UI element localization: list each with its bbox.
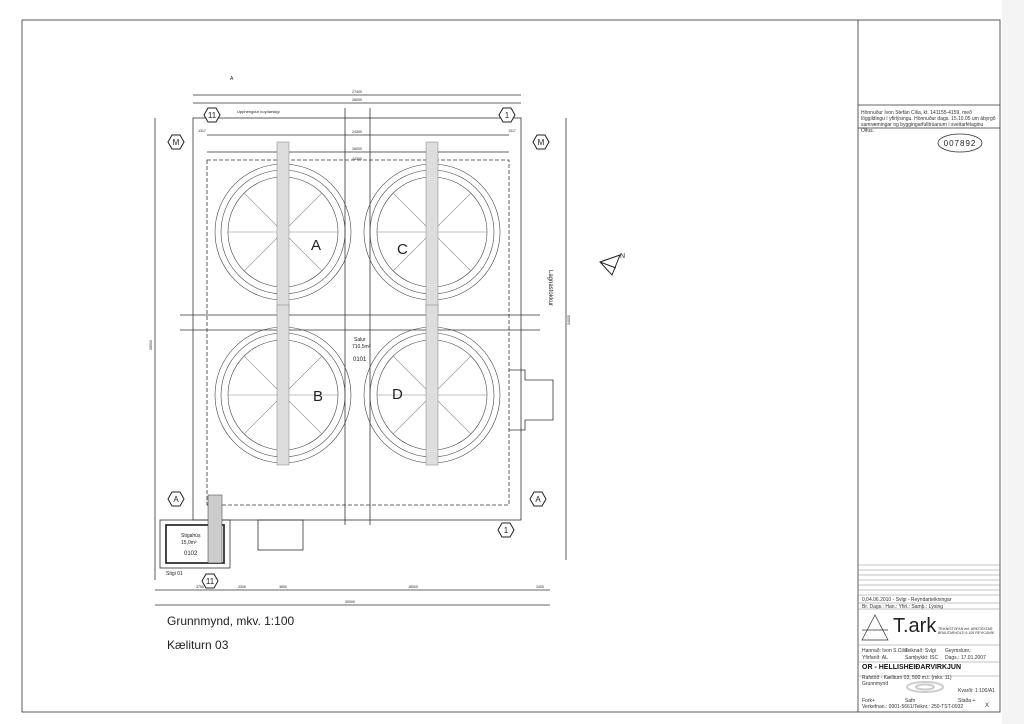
sheet-description: Rafstöð - Kæliturn 03, 500 m.t. (mkv. 11… xyxy=(862,675,952,681)
dim-left-t: 1317 xyxy=(198,129,206,133)
tank-label: D xyxy=(392,386,403,403)
scale: Kvarði: 1:100/A1 xyxy=(958,688,995,694)
revision-header: Br. Dags.: Han.: Yfirl.: Samþ.: Lýsing xyxy=(862,604,944,610)
pit-outline xyxy=(257,519,304,551)
project-name: OR - HELLISHEIÐARVIRKJUN xyxy=(862,664,962,671)
grid-bubble-11-top: 11 xyxy=(203,107,221,123)
grid-bubble-m-left: M xyxy=(167,134,185,150)
field-geymslunr: Geymslunr.: xyxy=(945,648,972,654)
dim-right-t: 1317 xyxy=(508,129,516,133)
tank-label: A xyxy=(311,237,321,254)
tank-label: B xyxy=(313,388,323,405)
stair-label: Stigi 01 xyxy=(166,571,183,577)
grid-bubble-a-right: A xyxy=(529,491,547,507)
walkway xyxy=(425,304,439,466)
dim-left-total: 28000 xyxy=(149,340,153,350)
stair-flight xyxy=(207,494,223,564)
note-lagnastokkur: Lagnastokkur xyxy=(547,270,553,306)
stair-room-name: Stigahús xyxy=(181,533,201,539)
stamp-oval xyxy=(937,133,983,153)
grid-bubble-1-bottom: 1 xyxy=(497,522,515,538)
stair-enclosure xyxy=(159,519,231,569)
sheet-border xyxy=(21,19,1001,713)
dim-inner2: 24300 xyxy=(352,157,362,161)
walkway xyxy=(276,304,290,466)
dim-bottom-a: 3750 xyxy=(196,585,204,589)
basin-outline xyxy=(206,159,510,506)
section-mark: A xyxy=(230,76,234,82)
drawing-subtitle: Kæliturn 03 xyxy=(167,638,229,652)
firm-desc: TEIKNISTOFAN ehf. ARKITEKTAR BRAUTARHOLT… xyxy=(938,627,995,635)
grid-bubble-m-right: M xyxy=(532,134,550,150)
annex-outline xyxy=(509,369,554,431)
dim-right-total: 24000 xyxy=(567,315,571,325)
dim-bottom-c: 3650 xyxy=(279,585,287,589)
stair-room-number: 0102 xyxy=(184,551,198,557)
dim-bottom-d: 18000 xyxy=(408,585,418,589)
walkway xyxy=(425,141,439,313)
revision-lines xyxy=(858,564,1000,677)
dim-bottom-e: 2400 xyxy=(536,585,544,589)
room-number: 0101 xyxy=(353,357,367,363)
svg-text:1: 1 xyxy=(505,111,510,120)
stair-walls xyxy=(165,524,225,564)
stamp-number: 007892 xyxy=(944,139,977,148)
svg-text:M: M xyxy=(173,138,180,147)
cooling-tank: A xyxy=(214,141,352,313)
building-outline xyxy=(192,117,522,521)
north-arrow-icon: N xyxy=(599,253,625,276)
dim-top-mid: 24300 xyxy=(352,130,362,134)
field-safn: Safn xyxy=(905,698,916,704)
cooling-tank: B xyxy=(214,304,352,466)
approval-note: Hönnuður Ivon Stefán Cilia, kt. 141155-4… xyxy=(861,110,996,134)
field-teiknad: Teiknað: Svlgi xyxy=(905,648,936,654)
room-name: Salur xyxy=(354,337,366,343)
field-stada: Staða + xyxy=(958,698,976,704)
svg-text:A: A xyxy=(173,495,179,504)
svg-text:1: 1 xyxy=(504,526,509,535)
svg-text:11: 11 xyxy=(206,577,215,586)
grid-bubble-1-top: 1 xyxy=(498,107,516,123)
grid-bubble-11-bottom: 11 xyxy=(201,573,219,589)
dim-bottom-total: 30000 xyxy=(345,600,355,604)
drawing-title: Grunnmynd, mkv. 1:100 xyxy=(167,614,295,628)
grid-bubble-a-left: A xyxy=(167,491,185,507)
revision-letter: X xyxy=(985,703,990,709)
firm-logo xyxy=(861,614,889,641)
tank-label: C xyxy=(397,241,408,258)
cooling-tank: C xyxy=(363,141,501,313)
field-hannad: Hannað: Ivon S.Cilia xyxy=(862,648,908,654)
firm-name: T.ark xyxy=(893,615,937,637)
field-yfirfarid: Yfirfarið: AL xyxy=(862,655,888,661)
project-number: Verkefnan.: 0001-5661/Teiknr.: 250-TST-0… xyxy=(862,704,964,710)
svg-text:M: M xyxy=(538,138,545,147)
field-fork: Fork+ xyxy=(862,698,875,704)
utility-logo-icon xyxy=(906,681,944,693)
walkway xyxy=(276,141,290,313)
field-dags: Dags.: 17.01.2007 xyxy=(945,655,986,661)
cooling-tank: D xyxy=(363,304,501,466)
dim-bottom-b: 2300 xyxy=(238,585,246,589)
room-area: 710,5m² xyxy=(352,344,371,350)
svg-text:11: 11 xyxy=(208,111,217,120)
svg-text:A: A xyxy=(535,495,541,504)
dim-top-outer: 27400 xyxy=(352,90,362,94)
edge-strip xyxy=(1002,0,1024,724)
dim-top-inner: 26000 xyxy=(352,98,362,102)
revision-entry: 0,04.06.2010 - Svlgi - Reyndarteikningar xyxy=(862,597,952,603)
field-samthykkt: Samþykkt: ISC xyxy=(905,655,939,661)
stair-room-area: 15,0m² xyxy=(181,540,197,546)
drawing-type: Grunnmynd xyxy=(862,681,889,687)
note-upphengdur: Upphengdur noyðarstigi xyxy=(237,109,280,114)
dim-inner1: 26000 xyxy=(352,147,362,151)
svg-text:N: N xyxy=(620,253,625,260)
